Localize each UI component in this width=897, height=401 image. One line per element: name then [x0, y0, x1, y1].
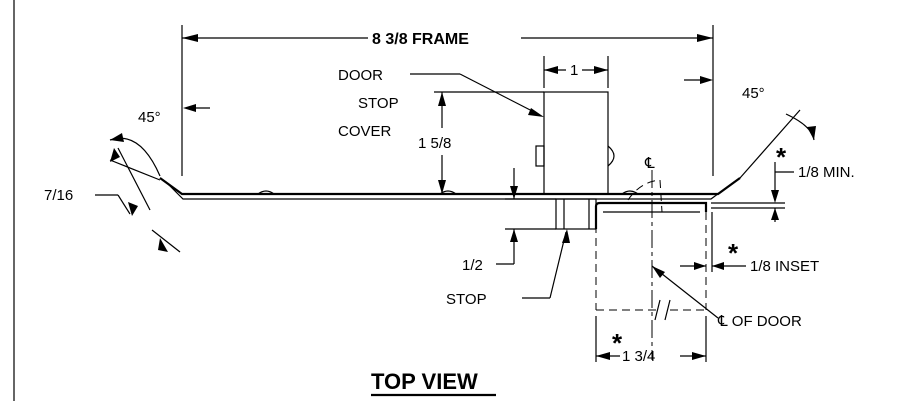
stop-profile	[555, 198, 708, 230]
stop-depth-dimension: 1/2	[462, 168, 556, 274]
svg-text:DOOR: DOOR	[338, 67, 383, 84]
right-angle-label: 45°	[742, 85, 765, 102]
centerline-of-door-label: ℄ OF DOOR	[717, 313, 802, 330]
inset-label: 1/8 INSET	[750, 258, 819, 275]
cover-width-dimension: 1	[543, 56, 609, 88]
frame-profile	[159, 177, 785, 209]
door-thickness-label: 1 3/4	[622, 348, 655, 365]
inset-asterisk: *	[728, 238, 739, 268]
stop-label: STOP	[446, 291, 487, 308]
min-clearance-asterisk: *	[776, 142, 787, 172]
return-depth-label: 7/16	[44, 187, 73, 204]
stop-callout: STOP	[446, 229, 570, 308]
view-title-label: TOP VIEW	[371, 369, 478, 394]
cover-width-label: 1	[570, 62, 578, 79]
view-title: TOP VIEW	[371, 369, 496, 397]
door-stop-cover	[535, 91, 615, 195]
cover-height-label: 1 5/8	[418, 135, 451, 152]
door-stop-cover-callout: DOOR STOP COVER	[338, 67, 544, 140]
left-angle-label: 45°	[138, 109, 161, 126]
centerline-of-door-callout: ℄ OF DOOR	[651, 265, 802, 330]
svg-text:COVER: COVER	[338, 123, 392, 140]
door-thickness-dimension: * 1 3/4	[595, 316, 707, 365]
inset-dimension: * 1/8 INSET	[680, 212, 819, 275]
centerline-symbol: ℄	[644, 155, 655, 172]
left-angle-dimension: 45°	[109, 104, 210, 177]
stop-depth-label: 1/2	[462, 257, 483, 274]
return-depth-dimension: 7/16	[44, 147, 181, 253]
door-thickness-asterisk: *	[612, 328, 623, 358]
frame-dimension: 8 3/8 FRAME	[181, 25, 714, 176]
svg-text:STOP: STOP	[358, 95, 399, 112]
right-angle-dimension: 45°	[684, 76, 816, 179]
min-clearance-dimension: * 1/8 MIN.	[771, 142, 855, 222]
door-outline	[595, 179, 707, 321]
min-clearance-label: 1/8 MIN.	[798, 164, 855, 181]
frame-dimension-label: 8 3/8 FRAME	[372, 31, 469, 48]
cover-height-dimension: 1 5/8	[418, 91, 544, 194]
